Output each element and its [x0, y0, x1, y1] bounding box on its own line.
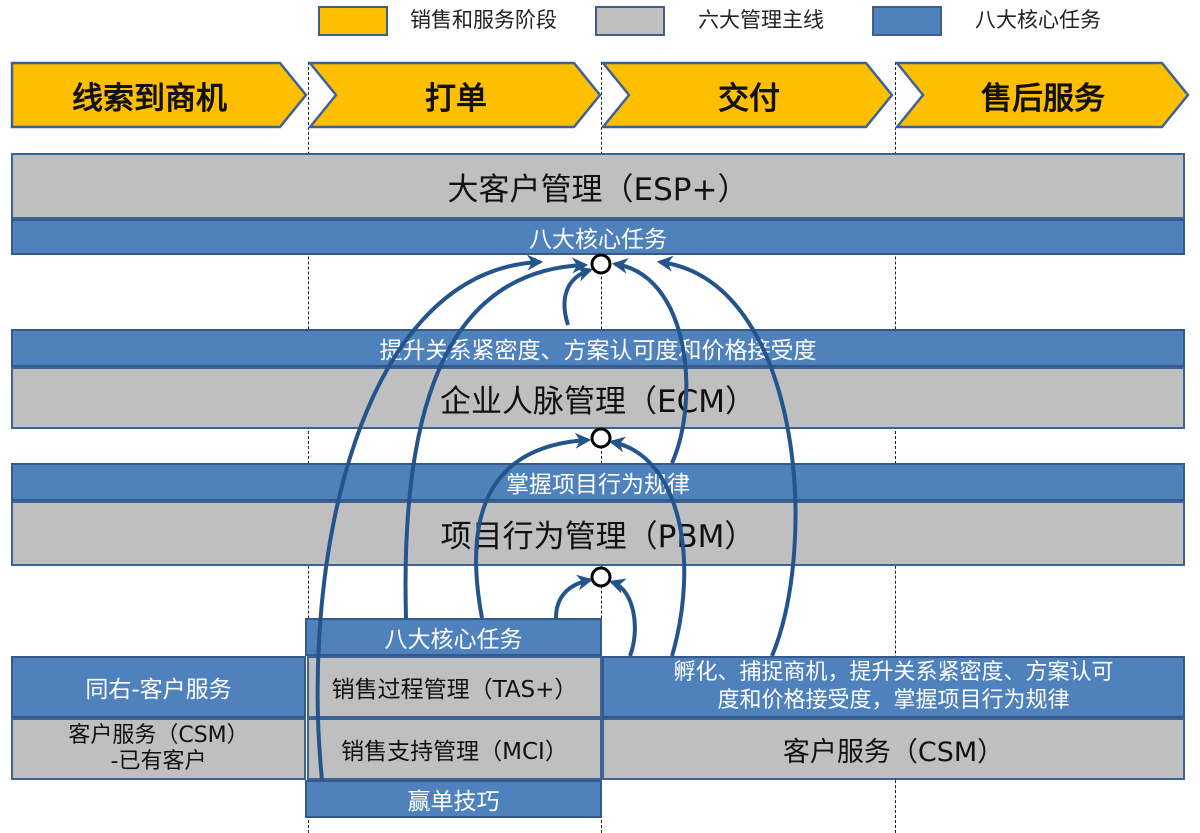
arrow-ecm-to-esp — [562, 266, 594, 326]
stage-label-3: 交付 — [718, 80, 780, 117]
legend-swatch-task — [872, 6, 942, 36]
stage-label-1: 线索到商机 — [72, 80, 227, 117]
arrow-center-task-to-esp — [403, 257, 589, 619]
node-pbm — [590, 566, 612, 588]
right-task-line1: 孵化、捕捉商机，提升关系紧密度、方案认可 — [673, 660, 1114, 685]
left-csm-mainline: 客户服务（CSM） -已有客户 — [11, 718, 306, 780]
right-task-line2: 度和价格接受度，掌握项目行为规律 — [717, 688, 1070, 713]
legend-swatch-stage — [318, 6, 388, 36]
arrow-right-task-to-pbm — [608, 578, 637, 657]
arrow-right-task-to-ecm — [608, 436, 687, 657]
legend-label-stage: 销售和服务阶段 — [410, 8, 557, 32]
center-task-top-label: 八大核心任务 — [384, 627, 523, 653]
tas-title: 销售过程管理（TAS+） — [331, 677, 578, 703]
stage-chevrons — [10, 61, 1190, 129]
chevron-stage-1 — [10, 61, 308, 129]
center-task-band-bottom: 赢单技巧 — [305, 780, 602, 818]
chevron-stage-2 — [307, 61, 602, 129]
arrow-right-task-to-esp — [656, 255, 798, 657]
chevron-stage-3 — [600, 61, 894, 129]
pbm-task-band: 掌握项目行为规律 — [11, 463, 1185, 501]
node-esp — [590, 253, 612, 275]
node-ecm — [590, 427, 612, 449]
mci-title: 销售支持管理（MCI） — [341, 739, 568, 765]
legend-swatch-mainline — [595, 6, 665, 36]
esp-title: 大客户管理（ESP+） — [447, 171, 749, 208]
esp-task-label: 八大核心任务 — [529, 227, 667, 253]
ecm-title: 企业人脉管理（ECM） — [440, 383, 756, 420]
esp-mainline: 大客户管理（ESP+） — [11, 153, 1185, 219]
chevron-stage-4 — [894, 61, 1190, 129]
legend-label-task: 八大核心任务 — [975, 8, 1101, 32]
ecm-mainline: 企业人脉管理（ECM） — [11, 367, 1185, 429]
pbm-title: 项目行为管理（PBM） — [440, 519, 756, 555]
pbm-mainline: 项目行为管理（PBM） — [11, 501, 1185, 566]
mci-mainline: 销售支持管理（MCI） — [307, 718, 602, 780]
win-skill-label: 赢单技巧 — [407, 789, 500, 815]
right-csm-mainline: 客户服务（CSM） — [602, 718, 1185, 780]
right-task-band: 孵化、捕捉商机，提升关系紧密度、方案认可 度和价格接受度，掌握项目行为规律 — [602, 656, 1185, 718]
left-csm-subtitle: -已有客户 — [110, 749, 207, 774]
legend-label-mainline: 六大管理主线 — [698, 8, 824, 32]
right-csm-title: 客户服务（CSM） — [782, 736, 1005, 768]
stage-divider-3 — [895, 62, 896, 833]
left-csm-title: 客户服务（CSM） — [68, 723, 249, 748]
arrow-pbm-to-esp — [611, 257, 689, 464]
stage-divider-1 — [308, 62, 309, 833]
center-task-band-top: 八大核心任务 — [305, 618, 602, 656]
arrow-win-skill-to-esp — [315, 254, 544, 781]
left-task-band: 同右-客户服务 — [11, 656, 306, 718]
stage-label-4: 售后服务 — [981, 80, 1105, 117]
left-task-label: 同右-客户服务 — [85, 677, 232, 703]
arrow-center-task-to-ecm — [474, 432, 592, 619]
stage-label-2: 打单 — [425, 80, 487, 117]
tas-mainline: 销售过程管理（TAS+） — [307, 656, 602, 718]
arrow-center-task-to-pbm — [554, 574, 594, 619]
